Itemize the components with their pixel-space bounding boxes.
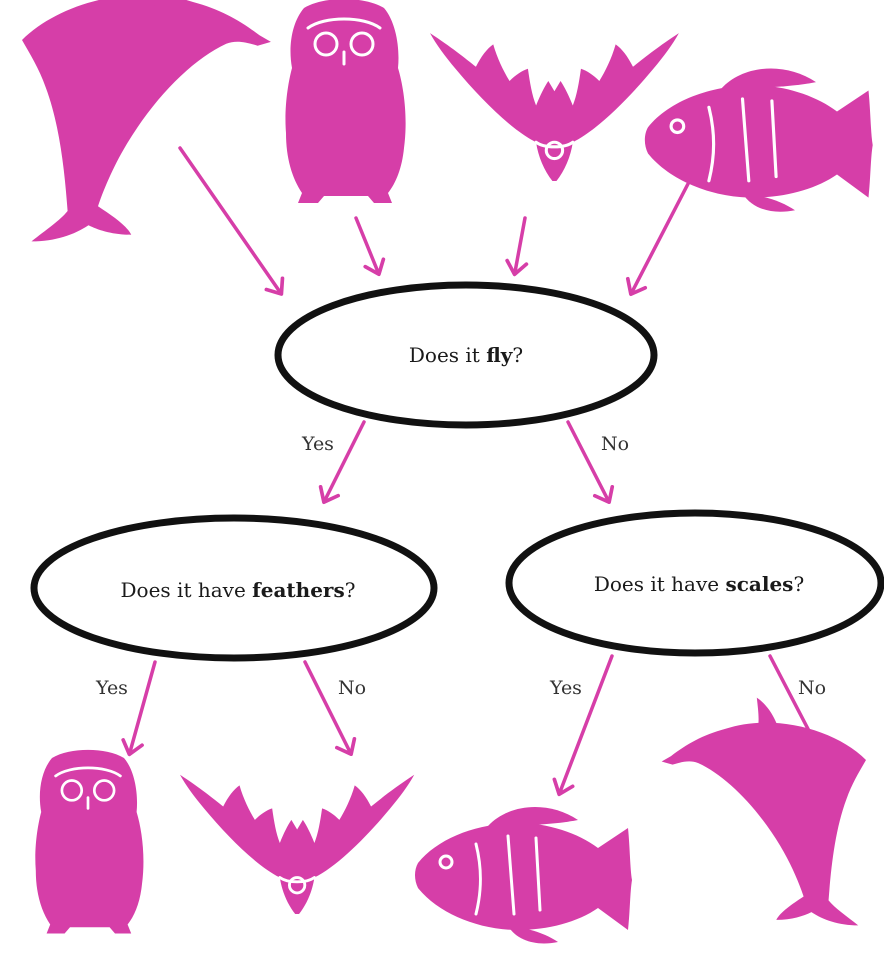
arrow-dolphin-to-root [180, 148, 280, 292]
top-fish-icon [645, 68, 873, 211]
left-yes-label: Yes [95, 677, 128, 699]
arrow-bat-to-root [515, 218, 525, 272]
arrow-owl-to-root [356, 218, 378, 272]
arrow-fish-to-root [632, 180, 690, 292]
left-no-label: No [338, 677, 366, 699]
bottom-fish-icon [415, 807, 632, 943]
right-no-label: No [798, 677, 826, 699]
bottom-owl-icon [35, 750, 143, 934]
arrow-left-no [305, 662, 350, 752]
root-question-label: Does it fly? [409, 343, 523, 367]
bottom-bat-icon [180, 775, 414, 914]
top-bat-icon [430, 33, 679, 181]
right-question-label: Does it have scales? [594, 572, 804, 596]
root-no-label: No [601, 433, 629, 455]
top-dolphin-icon [22, 0, 271, 241]
left-question-label: Does it have feathers? [121, 578, 356, 602]
right-yes-label: Yes [549, 677, 582, 699]
bottom-dolphin-icon [662, 698, 866, 926]
top-owl-icon [285, 0, 405, 203]
root-yes-label: Yes [301, 433, 334, 455]
arrow-left-yes [130, 662, 155, 752]
